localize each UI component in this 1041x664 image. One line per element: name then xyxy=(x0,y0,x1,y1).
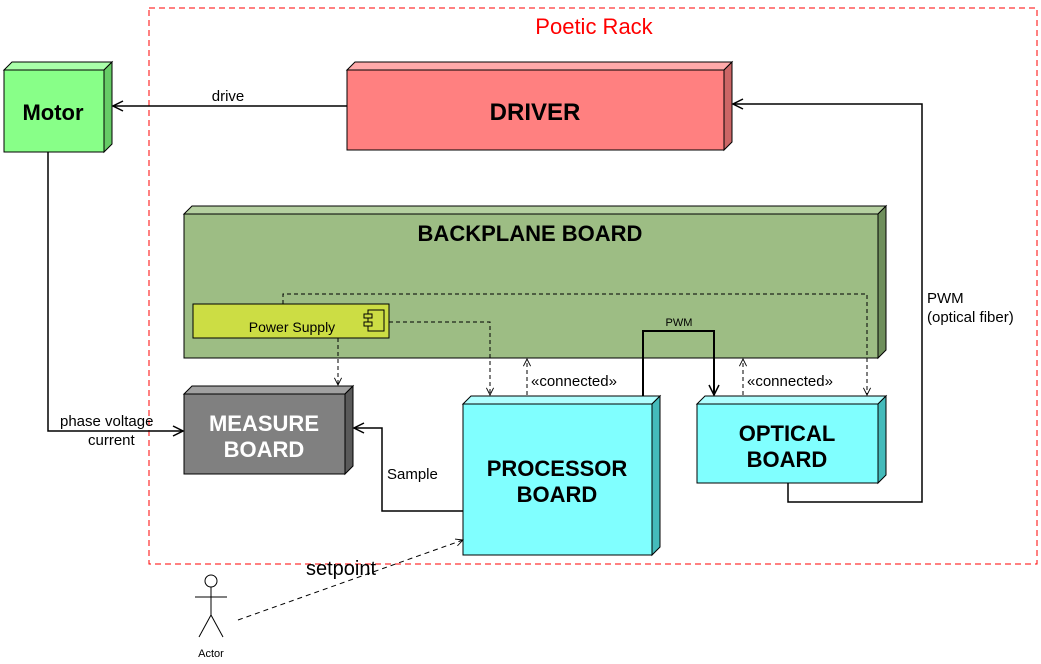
processor-board-label-1: PROCESSOR xyxy=(487,456,628,481)
edge-power-to-processor xyxy=(389,321,490,395)
pwm-internal-label: PWM xyxy=(666,317,693,329)
driver-node[interactable]: DRIVER xyxy=(345,60,734,152)
processor-board-node[interactable]: PROCESSOR BOARD xyxy=(461,394,662,557)
phase-voltage-label: phase voltage xyxy=(60,413,153,430)
current-label: current xyxy=(88,432,136,449)
power-supply-label: Power Supply xyxy=(249,319,335,335)
measure-board-label-1: MEASURE xyxy=(209,411,319,436)
actor-label: Actor xyxy=(198,648,224,660)
edge-pwm-internal: PWM xyxy=(642,317,714,396)
processor-board-label-2: BOARD xyxy=(517,482,598,507)
drive-label: drive xyxy=(212,88,245,105)
motor-node[interactable]: Motor xyxy=(2,60,114,154)
sample-label: Sample xyxy=(387,466,438,483)
pwm-fiber-label-2: (optical fiber) xyxy=(927,309,1014,326)
measure-board-label-2: BOARD xyxy=(224,437,305,462)
component-icon xyxy=(363,309,385,332)
edge-sample: Sample xyxy=(354,428,463,512)
motor-label: Motor xyxy=(22,100,84,125)
stick-figure-icon xyxy=(195,574,227,638)
actor[interactable]: Actor xyxy=(195,574,227,660)
optical-board-label-1: OPTICAL xyxy=(739,421,836,446)
measure-board-node[interactable]: MEASURE BOARD xyxy=(182,384,355,476)
optical-board-label-2: BOARD xyxy=(747,447,828,472)
edge-connected-processor: «connected» xyxy=(527,359,617,395)
setpoint-label: setpoint xyxy=(306,558,376,580)
driver-label: DRIVER xyxy=(490,99,581,126)
edge-power-to-optical xyxy=(282,293,867,395)
optical-board-node[interactable]: OPTICAL BOARD xyxy=(695,394,888,485)
edge-drive: drive xyxy=(113,88,347,106)
edge-connected-optical: «connected» xyxy=(743,359,833,395)
connected-label-2: «connected» xyxy=(747,373,833,390)
connected-label-1: «connected» xyxy=(531,373,617,390)
power-supply-component[interactable]: Power Supply xyxy=(192,303,390,339)
rack-frame: Poetic Rack xyxy=(148,7,1038,565)
edge-phase-voltage-current: phase voltage current xyxy=(47,152,183,449)
backplane-label: BACKPLANE BOARD xyxy=(418,221,643,246)
rack-label: Poetic Rack xyxy=(535,14,653,39)
pwm-fiber-label-1: PWM xyxy=(927,290,964,307)
edge-pwm-optical-fiber: PWM (optical fiber) xyxy=(733,104,1014,503)
edge-setpoint: setpoint xyxy=(237,540,463,621)
